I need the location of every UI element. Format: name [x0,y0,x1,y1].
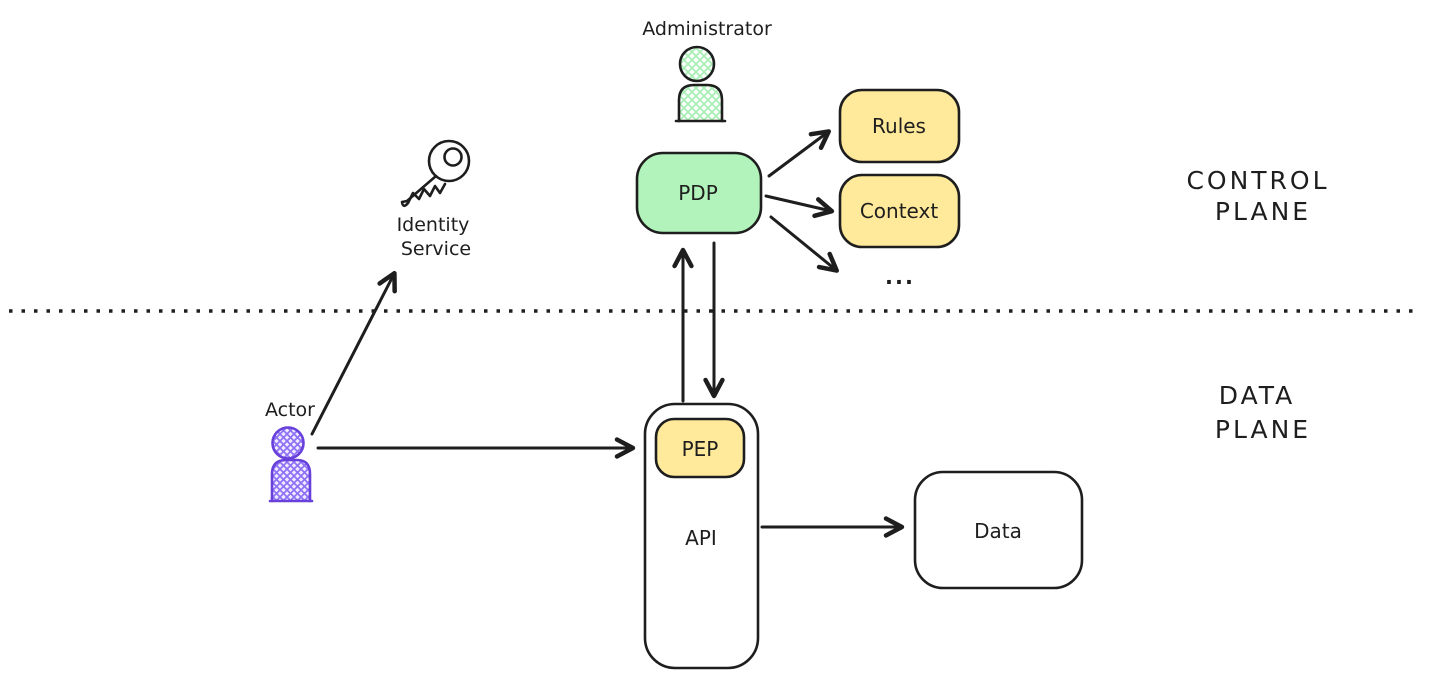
pdp-label: PDP [678,181,718,205]
rules-label: Rules [872,114,926,138]
administrator-node: Administrator [642,18,772,123]
pep-node: PEP [654,417,746,479]
context-node: Context [838,173,961,249]
arrow-pdp-to-more [769,215,839,273]
arrow-pdp-to-rules [767,129,832,178]
api-label: API [685,526,717,550]
arrow-actor-to-identity [310,270,397,436]
key-icon [400,139,471,208]
context-label: Context [860,199,939,223]
identity-service-line1: Identity [397,214,470,236]
data-label: Data [974,519,1022,543]
data-plane-line1: DATA [1219,381,1295,410]
administrator-person-icon [674,45,727,123]
actor-person-icon [268,426,314,503]
data-plane-label: DATA PLANE [1215,381,1311,444]
more-sources-ellipsis: ... [885,265,915,289]
control-plane-line1: CONTROL [1186,166,1329,195]
actor-label: Actor [265,399,315,421]
identity-service-node: Identity Service [397,139,471,260]
data-node: Data [913,470,1084,590]
api-node: PEP API [643,402,760,670]
actor-node: Actor [265,399,315,503]
data-plane-line2: PLANE [1215,415,1311,444]
pdp-node: PDP [635,151,763,235]
control-plane-label: CONTROL PLANE [1186,166,1329,226]
rules-node: Rules [838,88,961,164]
pep-label: PEP [682,437,719,461]
identity-service-line2: Service [401,238,471,260]
control-plane-line2: PLANE [1215,197,1311,226]
arrow-pdp-to-context [764,194,835,219]
administrator-label: Administrator [642,18,772,40]
